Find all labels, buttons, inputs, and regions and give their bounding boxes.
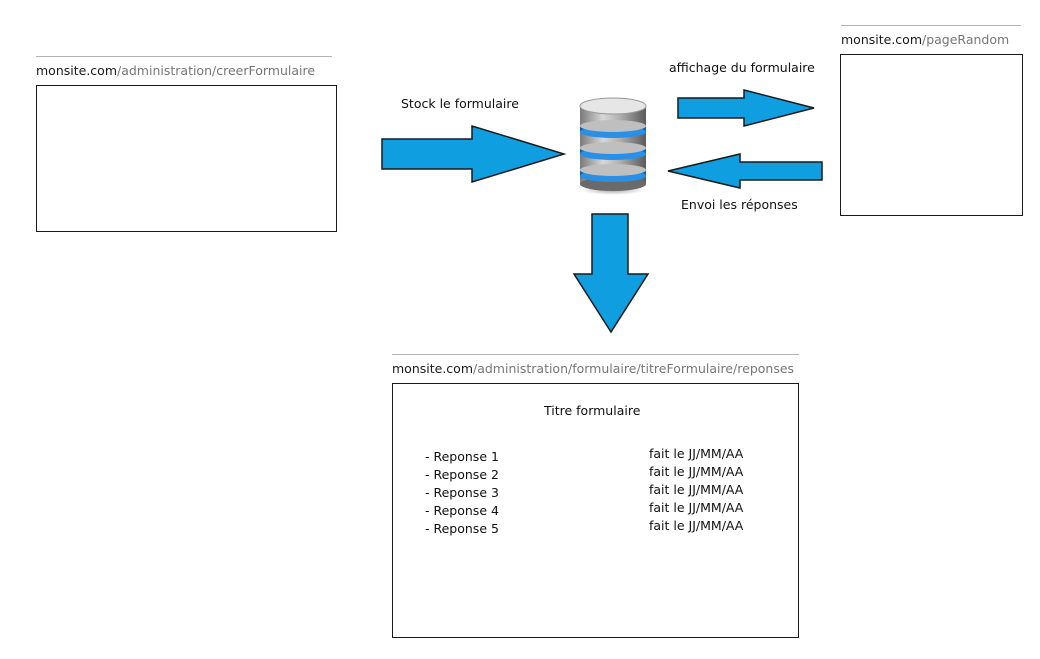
database-icon bbox=[579, 97, 647, 195]
response-date: fait le JJ/MM/AA bbox=[649, 518, 744, 533]
response-item: - Reponse 5 bbox=[425, 521, 499, 536]
display-label: affichage du formulaire bbox=[669, 60, 815, 75]
store-label: Stock le formulaire bbox=[401, 96, 519, 111]
right-arrow-display bbox=[677, 89, 815, 127]
response-date: fait le JJ/MM/AA bbox=[649, 482, 744, 497]
response-date: fait le JJ/MM/AA bbox=[649, 500, 744, 515]
left-url-domain: monsite.com bbox=[36, 63, 117, 78]
right-arrow-store bbox=[381, 124, 567, 184]
right-url-path: /pageRandom bbox=[922, 32, 1010, 47]
bottom-page-box: Titre formulaire - Reponse 1 - Reponse 2… bbox=[392, 383, 799, 638]
bottom-url-domain: monsite.com bbox=[392, 361, 473, 376]
response-item: - Reponse 1 bbox=[425, 449, 499, 464]
form-title: Titre formulaire bbox=[544, 403, 641, 418]
bottom-page-url: monsite.com/administration/formulaire/ti… bbox=[392, 354, 799, 376]
right-page-url: monsite.com/pageRandom bbox=[841, 25, 1021, 47]
right-page-box bbox=[840, 54, 1023, 216]
send-label: Envoi les réponses bbox=[681, 197, 798, 212]
right-url-domain: monsite.com bbox=[841, 32, 922, 47]
left-page-url: monsite.com/administration/creerFormulai… bbox=[36, 56, 332, 78]
left-page-box bbox=[36, 85, 337, 232]
response-item: - Reponse 2 bbox=[425, 467, 499, 482]
bottom-url-path: /administration/formulaire/titreFormulai… bbox=[473, 361, 795, 376]
response-date: fait le JJ/MM/AA bbox=[649, 464, 744, 479]
response-item: - Reponse 4 bbox=[425, 503, 499, 518]
response-list: - Reponse 1 - Reponse 2 - Reponse 3 - Re… bbox=[425, 448, 499, 538]
left-url-path: /administration/creerFormulaire bbox=[117, 63, 316, 78]
down-arrow bbox=[572, 213, 650, 334]
response-item: - Reponse 3 bbox=[425, 485, 499, 500]
response-date: fait le JJ/MM/AA bbox=[649, 446, 744, 461]
date-list: fait le JJ/MM/AA fait le JJ/MM/AA fait l… bbox=[649, 445, 743, 535]
left-arrow-send bbox=[667, 153, 823, 189]
